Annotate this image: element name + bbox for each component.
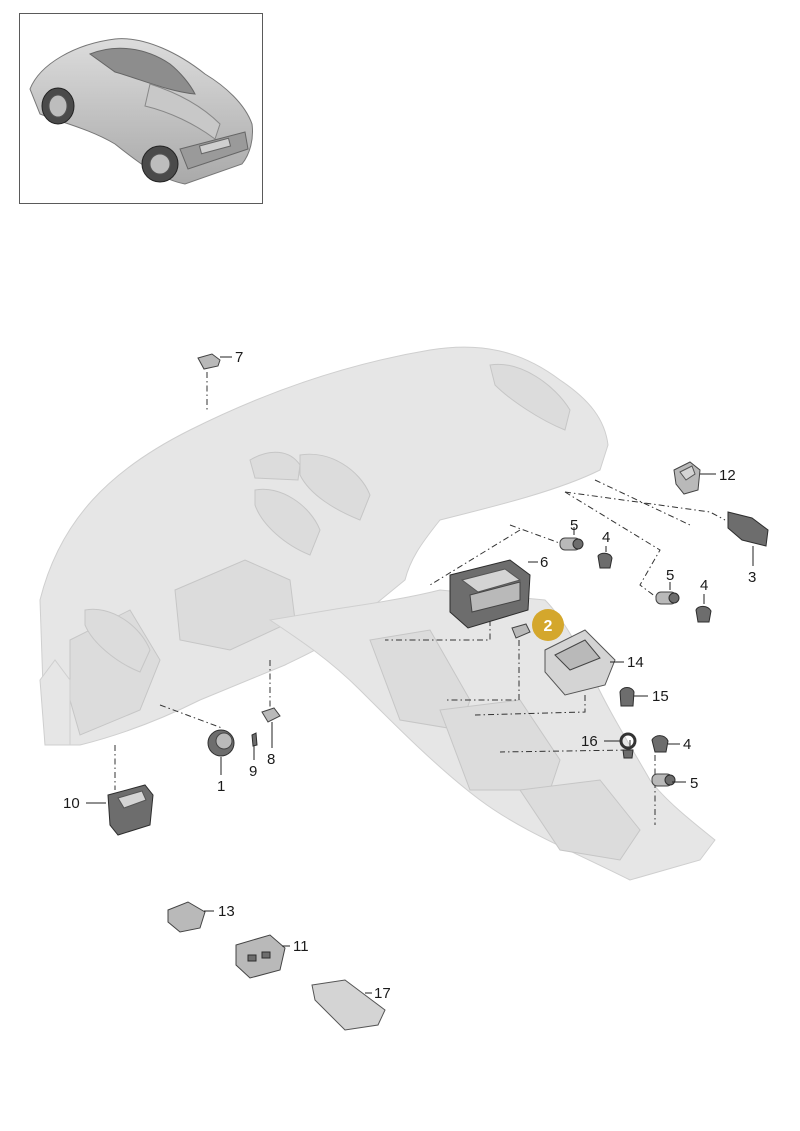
part-4-b[interactable]: [695, 605, 712, 623]
part-4-c[interactable]: [651, 735, 669, 753]
callout-2-label: 2: [544, 618, 553, 635]
part-9[interactable]: [251, 732, 258, 747]
vehicle-thumbnail: [19, 13, 263, 204]
part-2[interactable]: [511, 623, 531, 639]
part-14[interactable]: [544, 629, 616, 696]
part-7[interactable]: [197, 353, 221, 370]
part-5-a[interactable]: [559, 537, 584, 551]
part-13[interactable]: [167, 901, 206, 933]
callout-10-label: 10: [63, 795, 80, 812]
callout-labels: 7 12 5 4 6 3 5 4 14 15 16 4 5 8 9 1 10 1…: [63, 349, 756, 1002]
part-3[interactable]: [727, 511, 769, 547]
dashboard-ghost: [39, 346, 716, 881]
callout-3-label: 3: [748, 569, 756, 586]
part-16[interactable]: [619, 732, 637, 759]
callout-14-label: 14: [627, 654, 644, 671]
callout-9-label: 9: [249, 763, 257, 780]
part-17[interactable]: [311, 979, 386, 1031]
callout-12-label: 12: [719, 467, 736, 484]
callout-4a-label: 4: [602, 529, 610, 546]
part-1[interactable]: [207, 729, 235, 757]
part-4-a[interactable]: [597, 552, 613, 569]
callout-8-label: 8: [267, 751, 275, 768]
callout-1-label: 1: [217, 778, 225, 795]
highlight-callout-2[interactable]: 2: [532, 609, 564, 641]
callout-4b-label: 4: [700, 577, 708, 594]
callout-7-label: 7: [235, 349, 243, 366]
callout-17-label: 17: [374, 985, 391, 1002]
callout-13-label: 13: [218, 903, 235, 920]
part-12[interactable]: [673, 461, 701, 495]
part-6[interactable]: [449, 559, 531, 629]
callout-6-label: 6: [540, 554, 548, 571]
part-10[interactable]: [107, 784, 154, 836]
car-illustration: [29, 38, 253, 185]
part-5-b[interactable]: [655, 591, 680, 605]
leader-lines: [86, 356, 754, 994]
callout-16-label: 16: [581, 733, 598, 750]
callout-4c-label: 4: [683, 736, 691, 753]
part-5-c[interactable]: [651, 773, 676, 787]
callout-5c-label: 5: [690, 775, 698, 792]
highlight-badge: [532, 609, 564, 641]
callout-15-label: 15: [652, 688, 669, 705]
callout-5b-label: 5: [666, 567, 674, 584]
part-11[interactable]: [235, 934, 286, 979]
callout-5a-label: 5: [570, 517, 578, 534]
part-15[interactable]: [619, 687, 635, 707]
part-8[interactable]: [261, 707, 281, 723]
callout-11-label: 11: [293, 938, 309, 955]
